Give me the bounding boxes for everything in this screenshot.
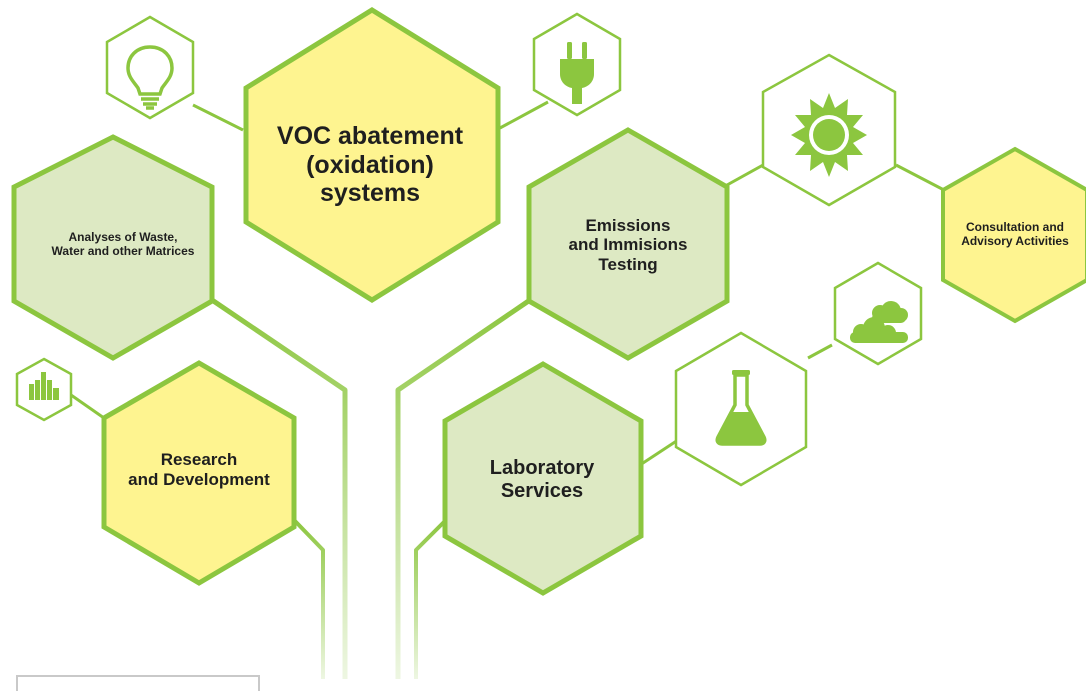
flask-icon bbox=[715, 370, 767, 446]
connector-analyses-trunk bbox=[210, 297, 348, 679]
connector-lines bbox=[210, 297, 532, 679]
link-cloud bbox=[807, 343, 833, 360]
research-label[interactable]: Research and Development bbox=[128, 450, 270, 489]
hex-emissions[interactable] bbox=[526, 127, 730, 361]
link-chart bbox=[70, 393, 105, 420]
bottom-input-box[interactable] bbox=[16, 675, 260, 691]
link-plug bbox=[499, 100, 549, 130]
analyses-label[interactable]: Analyses of Waste, Water and other Matri… bbox=[51, 230, 195, 258]
connector-laboratory-trunk bbox=[414, 518, 448, 679]
hex-analyses[interactable] bbox=[11, 134, 215, 361]
consultation-label[interactable]: Consultation and Advisory Activities bbox=[961, 220, 1069, 248]
bar-chart-icon bbox=[29, 372, 59, 400]
link-sun-consultation bbox=[895, 163, 945, 192]
plug-icon bbox=[560, 42, 594, 104]
voc-abatement-label[interactable]: VOC abatement (oxidation) systems bbox=[276, 121, 464, 208]
sun-icon bbox=[791, 93, 867, 177]
link-bulb bbox=[192, 103, 244, 132]
hex-consultation[interactable] bbox=[941, 146, 1086, 324]
icon-links bbox=[70, 100, 945, 467]
link-flask bbox=[639, 438, 679, 467]
hex-laboratory[interactable] bbox=[442, 361, 644, 596]
lightbulb-icon bbox=[126, 45, 174, 110]
cloud-icon bbox=[850, 301, 908, 343]
connector-research-trunk bbox=[292, 518, 325, 679]
hex-icon-flask bbox=[674, 331, 808, 487]
emissions-testing-label[interactable]: Emissions and Immisions Testing bbox=[568, 215, 688, 274]
hex-research[interactable] bbox=[101, 360, 297, 586]
connector-emissions-trunk bbox=[395, 297, 532, 679]
laboratory-label[interactable]: Laboratory Services bbox=[489, 457, 595, 502]
hex-icon-bulb bbox=[105, 15, 195, 120]
hex-voc[interactable] bbox=[243, 7, 501, 303]
